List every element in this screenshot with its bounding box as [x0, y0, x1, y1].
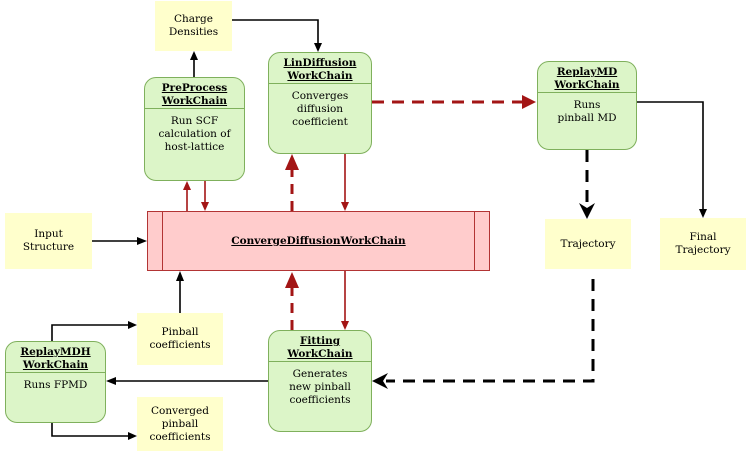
workchain-description: Converges diffusion coefficient — [269, 84, 371, 129]
workchain-title-line: ReplayMD — [556, 66, 618, 78]
workchain-title-line: WorkChain — [287, 70, 353, 82]
workchain-title: LinDiffusion WorkChain — [269, 53, 371, 84]
arrow-lindiffusion-to-main — [341, 154, 349, 211]
note-line: Charge — [173, 13, 213, 25]
arrow-main-to-lindiffusion — [285, 154, 299, 211]
preprocess-workchain: PreProcess WorkChain Run SCF calculation… — [144, 77, 245, 181]
workchain-body-line: calculation of — [158, 128, 231, 140]
workchain-body-line: pinball MD — [557, 112, 617, 124]
workchain-body-line: coefficients — [289, 394, 351, 406]
note-line: Structure — [22, 241, 75, 253]
replaymdh-workchain: ReplayMDH WorkChain Runs FPMD — [5, 341, 106, 423]
arrow-replaymd-to-final-trajectory — [637, 101, 707, 218]
workchain-body-line: coefficient — [292, 116, 348, 128]
arrow-lindiffusion-to-replaymd — [372, 95, 536, 109]
workchain-title-line: LinDiffusion — [283, 57, 357, 69]
workchain-title-line: WorkChain — [161, 95, 228, 107]
arrow-charge-densities-to-lindiffusion — [232, 19, 322, 52]
note-line: Final — [689, 231, 717, 243]
workchain-body-line: Runs — [573, 99, 601, 111]
converged-pinball-coefficients-note: Converged pinball coefficients — [137, 397, 223, 451]
final-trajectory-note: Final Trajectory — [660, 218, 746, 270]
arrow-replaymd-to-trajectory — [579, 150, 595, 219]
arrow-preprocess-to-charge-densities — [190, 51, 198, 77]
main-workchain-title: ConvergeDiffusionWorkChain — [231, 235, 406, 247]
arrow-fitting-to-replaymdh — [106, 377, 268, 385]
arrow-main-to-fitting — [341, 271, 349, 330]
workchain-body-line: new pinball — [289, 381, 351, 393]
arrow-fitting-to-main — [285, 272, 299, 330]
converge-diffusion-workchain: ConvergeDiffusionWorkChain — [147, 211, 490, 271]
workchain-title: Fitting WorkChain — [269, 331, 371, 362]
trajectory-note: Trajectory — [545, 219, 631, 269]
workchain-description: Generates new pinball coefficients — [269, 362, 371, 407]
workchain-title-line: WorkChain — [554, 79, 620, 91]
note-line: Trajectory — [675, 244, 731, 256]
arrow-main-to-preprocess — [183, 181, 191, 211]
workchain-title: ReplayMDH WorkChain — [6, 342, 105, 373]
workchain-description: Run SCF calculation of host-lattice — [145, 109, 244, 154]
workchain-body-line: host-lattice — [164, 141, 225, 153]
workchain-description: Runs pinball MD — [538, 93, 636, 125]
workchain-title: PreProcess WorkChain — [145, 78, 244, 109]
arrow-pinball-coefficients-to-main — [176, 271, 184, 313]
note-line: pinball — [161, 417, 199, 430]
note-line: Trajectory — [560, 237, 616, 250]
pinball-coefficients-note: Pinball coefficients — [137, 313, 223, 365]
workchain-body-line: Converges — [291, 90, 349, 102]
workchain-body-line: diffusion — [296, 103, 344, 115]
arrow-replaymdh-to-converged-pinball-coefficients — [51, 423, 137, 440]
arrow-preprocess-to-main — [201, 181, 209, 211]
workchain-body-line: Run SCF — [170, 115, 219, 127]
workchain-title-line: WorkChain — [287, 348, 353, 360]
note-line: Input — [34, 228, 63, 240]
workchain-body-line: Runs FPMD — [23, 379, 88, 391]
workchain-title-line: PreProcess — [161, 82, 228, 94]
arrow-input-structure-to-main — [92, 237, 147, 245]
fitting-workchain: Fitting WorkChain Generates new pinball … — [268, 330, 372, 432]
replaymd-workchain: ReplayMD WorkChain Runs pinball MD — [537, 61, 637, 150]
note-line: Pinball — [161, 326, 199, 338]
note-line: Converged — [151, 404, 209, 417]
left-divider — [162, 212, 163, 270]
note-line: coefficients — [149, 430, 211, 443]
workchain-title-line: ReplayMDH — [20, 346, 91, 358]
charge-densities-note: Charge Densities — [155, 1, 232, 51]
workchain-description: Runs FPMD — [6, 373, 105, 392]
workchain-body-line: Generates — [292, 368, 348, 380]
input-structure-note: Input Structure — [5, 213, 92, 269]
workchain-title-line: WorkChain — [22, 359, 89, 371]
workchain-title: ReplayMD WorkChain — [538, 62, 636, 93]
workchain-title-line: Fitting — [299, 335, 341, 347]
note-line: Densities — [168, 26, 219, 38]
arrow-trajectory-to-fitting — [372, 279, 595, 389]
right-divider — [474, 212, 475, 270]
arrow-replaymdh-to-pinball-coefficients — [51, 321, 137, 341]
lindiffusion-workchain: LinDiffusion WorkChain Converges diffusi… — [268, 52, 372, 154]
note-line: coefficients — [149, 339, 211, 351]
